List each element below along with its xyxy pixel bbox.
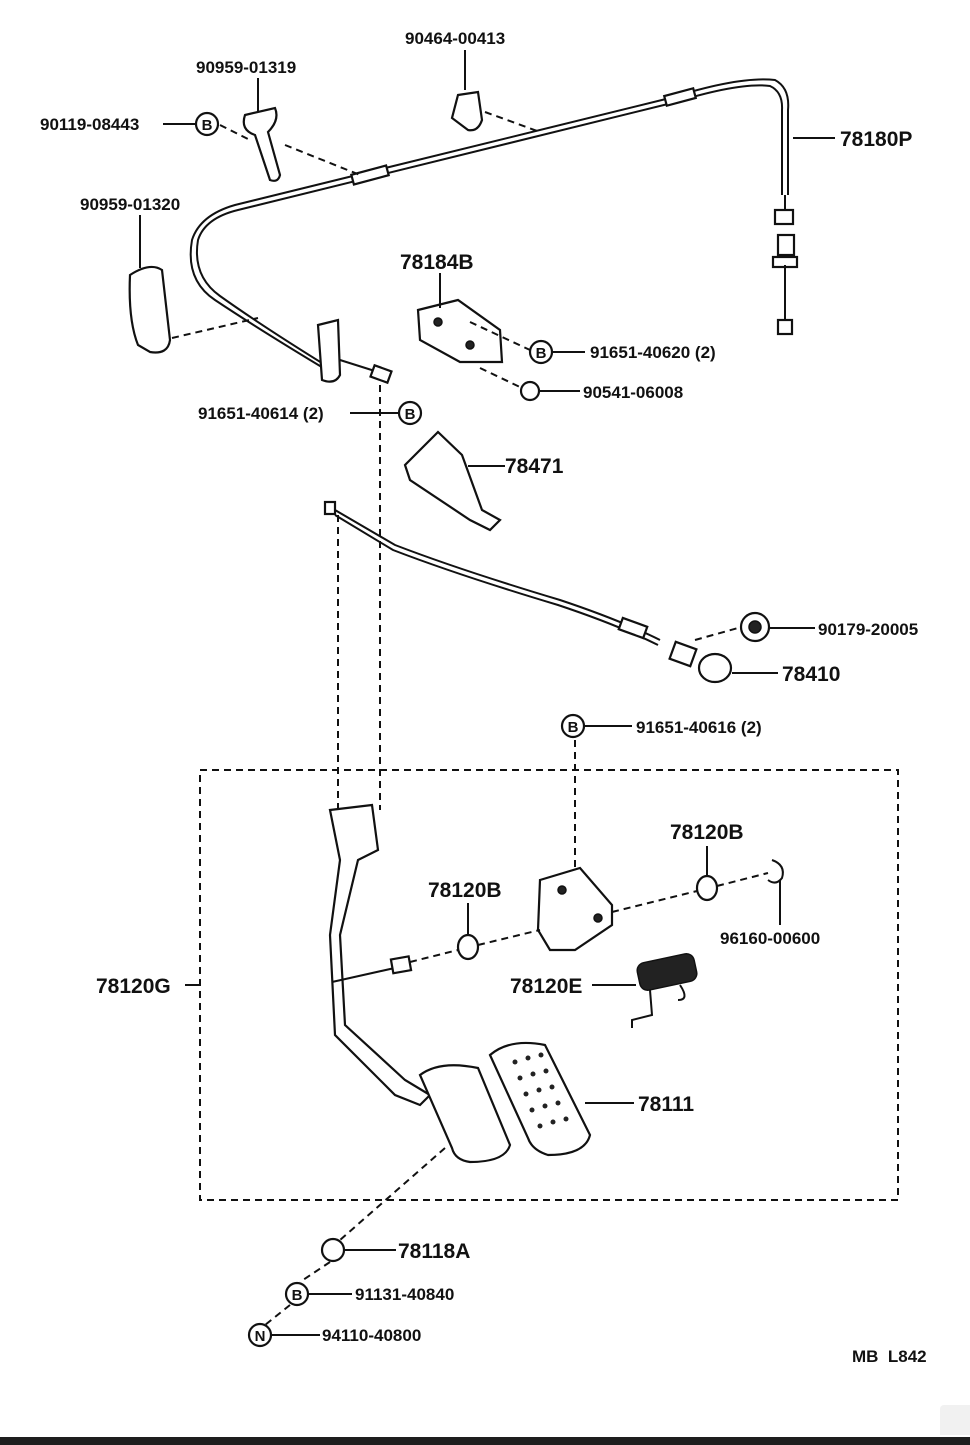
svg-text:B: B: [568, 719, 579, 736]
label-96160-00600: 96160-00600: [720, 929, 820, 948]
label-91651-40616: 91651-40616 (2): [636, 718, 762, 737]
n-symbol: N: [247, 1322, 273, 1348]
bushing-78120B-right: [695, 874, 719, 902]
label-90464-00413: 90464-00413: [405, 29, 505, 48]
cable-bracket: [316, 318, 393, 385]
bracket-78471: [403, 430, 502, 532]
label-78410: 78410: [782, 663, 840, 686]
pivot-bracket: [536, 866, 614, 952]
footer-code: MB L842: [852, 1347, 927, 1366]
leader-lines: [139, 50, 835, 1336]
b-symbol-3: B: [397, 400, 423, 426]
b-symbol-2: B: [528, 339, 554, 365]
throttle-cable-78410: [323, 500, 733, 684]
label-78120B-left: 78120B: [428, 879, 502, 902]
b-symbol-4: B: [560, 713, 586, 739]
bracket-78184B: [416, 298, 504, 364]
label-91651-40620: 91651-40620 (2): [590, 343, 716, 362]
svg-text:B: B: [536, 345, 547, 362]
pedal-pad: [418, 1064, 512, 1164]
spring-78120E: [631, 953, 698, 1028]
label-78120G: 78120G: [96, 975, 171, 998]
label-91651-40614: 91651-40614 (2): [198, 404, 324, 423]
label-90541-06008: 90541-06008: [583, 383, 683, 402]
label-78184B: 78184B: [400, 251, 474, 274]
clamp-90464-00413: [450, 90, 484, 132]
label-78471: 78471: [505, 455, 564, 478]
label-90959-01320: 90959-01320: [80, 195, 180, 214]
label-78118A: 78118A: [398, 1240, 470, 1263]
label-78180P: 78180P: [840, 128, 912, 151]
clamp-90959-01320: [128, 265, 172, 354]
svg-text:N: N: [255, 1328, 266, 1345]
bolt-90541-06008: [519, 380, 541, 402]
label-78120E: 78120E: [510, 975, 582, 998]
clip-96160-00600: [767, 859, 784, 884]
label-94110-40800: 94110-40800: [322, 1326, 421, 1345]
pad-cover-78111: [488, 1041, 592, 1157]
corner-widget: [940, 1405, 970, 1435]
knob-90179-20005: [739, 611, 771, 643]
svg-text:B: B: [405, 406, 416, 423]
label-78120B-top: 78120B: [670, 821, 744, 844]
stopper-78118A: [320, 1237, 346, 1263]
label-90119-08443: 90119-08443: [40, 115, 139, 134]
svg-text:B: B: [202, 117, 213, 134]
pedal-arm: [328, 803, 432, 1107]
bottom-bar: [0, 1437, 970, 1445]
label-78111: 78111: [638, 1093, 694, 1116]
label-90959-01319: 90959-01319: [196, 58, 296, 77]
clamp-90959-01319: [242, 106, 282, 182]
accelerator-cable-upper: [189, 78, 799, 373]
bushing-78120B-left: [456, 933, 480, 961]
b-symbol-5: B: [284, 1281, 310, 1307]
svg-text:B: B: [292, 1287, 303, 1304]
label-90179-20005: 90179-20005: [818, 620, 918, 639]
label-91131-40840: 91131-40840: [355, 1285, 454, 1304]
b-symbol-1: B: [194, 111, 220, 137]
